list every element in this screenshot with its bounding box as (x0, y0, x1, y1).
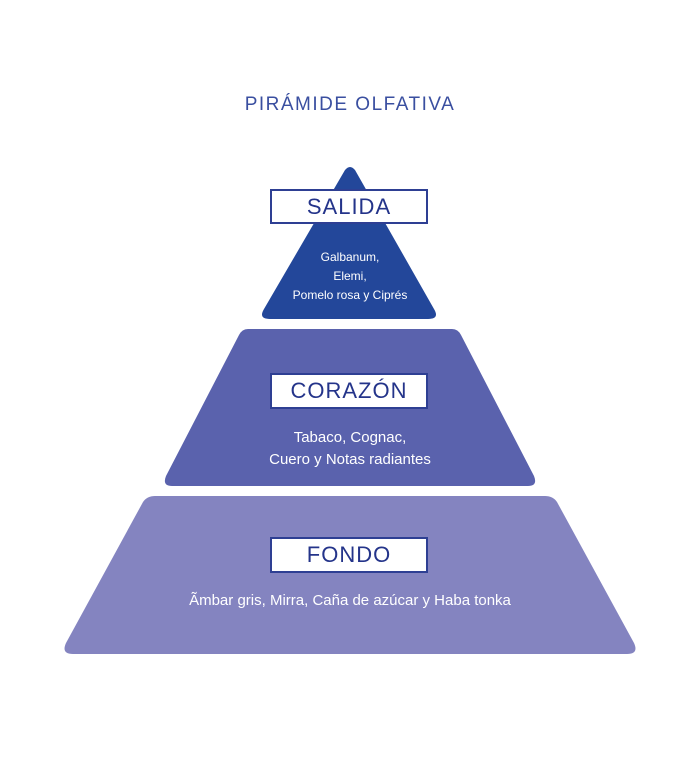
page-title: PIRÁMIDE OLFATIVA (244, 94, 456, 115)
note-line: Ãmbar gris, Mirra, Caña de azúcar y Haba… (189, 592, 511, 609)
tier-label-salida: SALIDA (270, 189, 428, 224)
tier-top-shape (262, 167, 436, 319)
note-line: Pomelo rosa y Ciprés (292, 288, 408, 302)
note-line: Galbanum, (320, 250, 380, 264)
tier-label-corazon: CORAZÓN (270, 373, 428, 409)
note-line: Tabaco, Cognac, (293, 429, 407, 446)
note-line: Elemi, (333, 269, 367, 283)
tier-base-shape (64, 496, 636, 654)
tier-label-fondo: FONDO (270, 537, 428, 573)
tier-notes-corazon: Tabaco, Cognac, Cuero y Notas radiantes (200, 427, 500, 471)
note-line: Cuero y Notas radiantes (269, 451, 431, 468)
tier-notes-salida: Galbanum, Elemi, Pomelo rosa y Ciprés (250, 248, 450, 305)
tier-notes-fondo: Ãmbar gris, Mirra, Caña de azúcar y Haba… (100, 590, 600, 612)
